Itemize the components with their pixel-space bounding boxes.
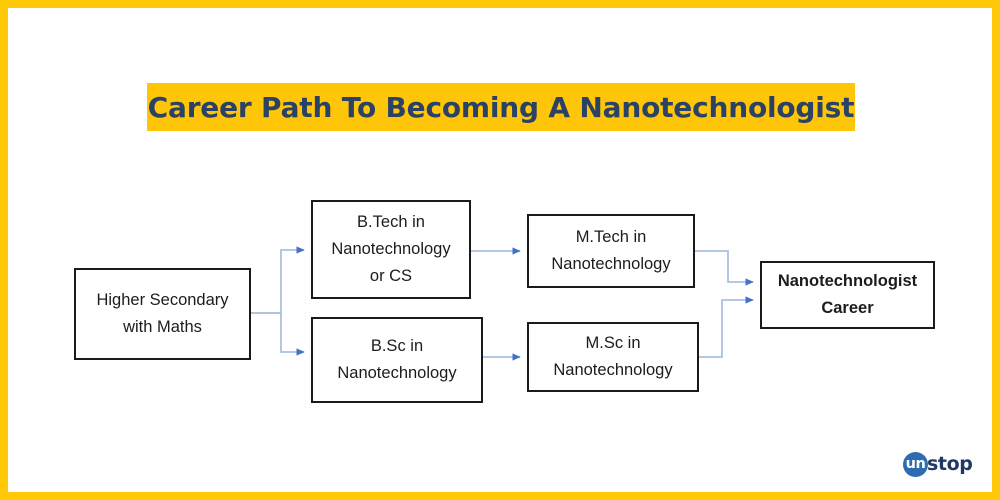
node-msc-label: M.Sc in Nanotechnology: [547, 330, 678, 383]
node-line: Nanotechnology: [337, 364, 457, 382]
node-line: Nanotechnologist: [777, 272, 918, 291]
node-bsc: B.Sc in Nanotechnology: [311, 317, 483, 403]
node-btech-label: B.Tech in Nanotechnology or CS: [325, 209, 456, 289]
edge-hs-to-bsc: [251, 312, 305, 356]
node-higher-secondary-label: Higher Secondary with Maths: [90, 287, 234, 340]
node-line: Nanotechnology: [331, 240, 451, 259]
node-nanotechnologist-career: Nanotechnologist Career: [760, 261, 935, 329]
unstop-logo-mark: un: [903, 451, 928, 477]
title-banner: Career Path To Becoming A Nanotechnologi…: [147, 83, 855, 131]
node-line: Career: [821, 299, 874, 317]
node-higher-secondary: Higher Secondary with Maths: [74, 268, 251, 360]
page-title: Career Path To Becoming A Nanotechnologi…: [147, 90, 855, 124]
edge-msc-to-career: [699, 296, 754, 358]
node-mtech: M.Tech in Nanotechnology: [527, 214, 695, 288]
node-bsc-label: B.Sc in Nanotechnology: [331, 333, 462, 386]
node-line: B.Tech in: [357, 213, 425, 232]
node-line: Higher Secondary: [96, 291, 229, 310]
node-msc: M.Sc in Nanotechnology: [527, 322, 699, 392]
node-line: or CS: [369, 266, 413, 285]
node-btech: B.Tech in Nanotechnology or CS: [311, 200, 471, 299]
node-line: with Maths: [123, 318, 202, 336]
node-line: Nanotechnology: [551, 255, 671, 273]
unstop-logo: un stop: [903, 449, 987, 479]
node-line: M.Sc in: [585, 334, 641, 353]
node-line: B.Sc in: [370, 337, 424, 356]
node-mtech-label: M.Tech in Nanotechnology: [545, 224, 676, 277]
node-line: Nanotechnology: [553, 361, 673, 379]
unstop-logo-wordmark: stop: [927, 453, 973, 475]
node-line: M.Tech in: [575, 228, 647, 247]
edge-hs-to-btech: [251, 246, 305, 314]
node-nanotechnologist-career-label: Nanotechnologist Career: [772, 268, 923, 321]
edge-mtech-to-career: [695, 250, 754, 286]
